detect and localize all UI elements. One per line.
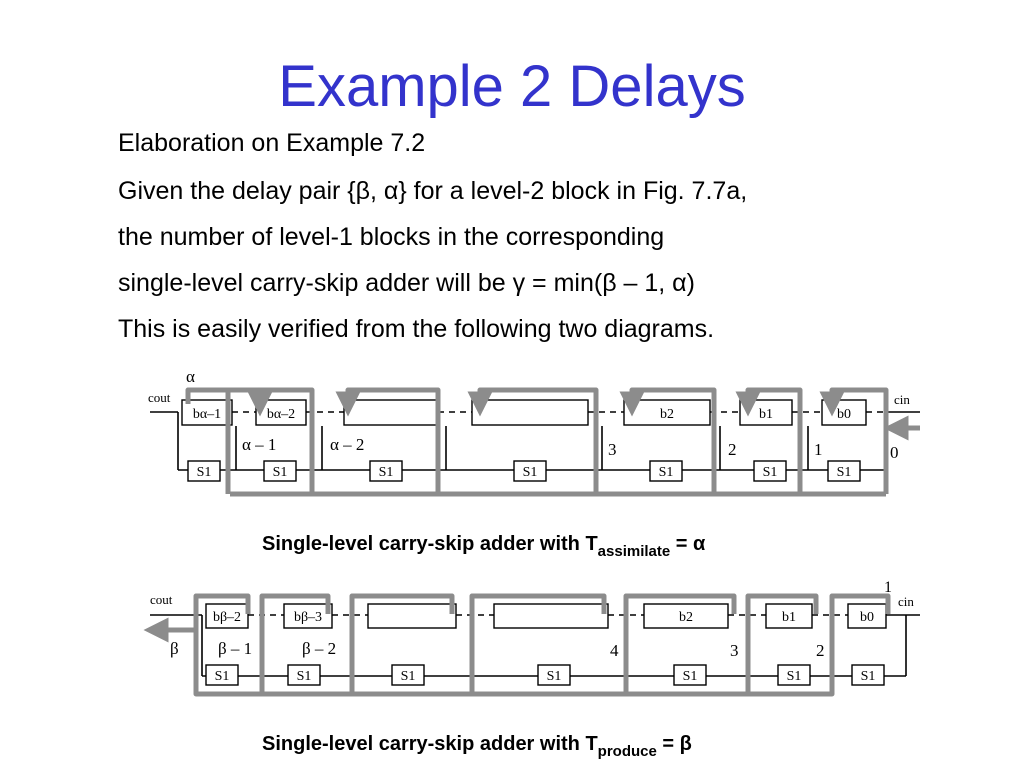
- skip-label: S1: [547, 669, 562, 684]
- block-label: b1: [782, 610, 796, 625]
- block-b0: [847, 603, 887, 629]
- skip-label: S1: [523, 465, 538, 480]
- text-line-1: Elaboration on Example 7.2: [118, 129, 426, 157]
- block-b1: [765, 603, 813, 629]
- text-line-3: the number of level-1 blocks in the corr…: [118, 223, 665, 251]
- skip-box: [187, 460, 221, 482]
- skip-box: [777, 664, 811, 686]
- delay-label: 2: [816, 641, 825, 660]
- skip-box: [753, 460, 787, 482]
- block-empty-1: [367, 603, 457, 629]
- skip-label: S1: [273, 465, 288, 480]
- delay-label: β – 2: [302, 639, 336, 658]
- block-b-alpha-minus-1: [181, 399, 233, 426]
- delay-label: α – 1: [242, 435, 276, 454]
- skip-box: [649, 460, 683, 482]
- block-empty-2: [493, 603, 609, 629]
- skip-label: S1: [837, 465, 852, 480]
- block-empty-1: [343, 399, 439, 426]
- slide-title: Example 2 Delays: [278, 54, 746, 119]
- delay-label: 2: [728, 440, 737, 459]
- block-empty-2: [471, 399, 589, 426]
- skip-label: S1: [659, 465, 674, 480]
- skip-label: S1: [683, 669, 698, 684]
- diagram1-cin: cin: [894, 392, 910, 407]
- diagram2-cin: cin: [898, 594, 914, 609]
- delay-label: 4: [610, 641, 619, 660]
- text-line-4: single-level carry-skip adder will be γ …: [118, 269, 695, 297]
- diagram2-top-label: 1: [884, 579, 892, 596]
- diagram1-paths: [185, 387, 920, 497]
- diagram1-block-labels: bα–1 bα–2 b2 b1 b0: [193, 407, 851, 422]
- diagram2-paths: [143, 593, 891, 697]
- skip-label: S1: [787, 669, 802, 684]
- delay-label: α – 2: [330, 435, 364, 454]
- block-label: b2: [660, 407, 674, 422]
- delay-label: 0: [890, 443, 899, 462]
- block-label: bα–2: [267, 407, 295, 422]
- diagram2-caption: Single-level carry-skip adder with Tprod…: [262, 733, 692, 760]
- skip-label: S1: [379, 465, 394, 480]
- skip-label: S1: [215, 669, 230, 684]
- block-label: b0: [837, 407, 851, 422]
- diagram2-side-label: β: [170, 639, 179, 658]
- block-b-beta-minus-3: [283, 603, 333, 629]
- delay-label: 3: [608, 440, 617, 459]
- block-label: b1: [759, 407, 773, 422]
- diagram2-skip-boxes: [205, 664, 885, 686]
- diagram-assimilate: α cout cin bα–1 bα–2 b2 b1 b0 S1 S1 S1 S…: [148, 367, 920, 560]
- skip-label: S1: [763, 465, 778, 480]
- skip-label: S1: [197, 465, 212, 480]
- block-label: b2: [679, 610, 693, 625]
- skip-label: S1: [861, 669, 876, 684]
- delay-label: 1: [814, 440, 823, 459]
- skip-box: [513, 460, 547, 482]
- diagram1-skip-labels: S1 S1 S1 S1 S1 S1 S1: [197, 465, 852, 480]
- skip-box: [537, 664, 571, 686]
- diagram1-cout: cout: [148, 390, 171, 405]
- skip-label: S1: [401, 669, 416, 684]
- block-b-beta-minus-2: [205, 603, 249, 629]
- block-label: b0: [860, 610, 874, 625]
- skip-box: [391, 664, 425, 686]
- diagram1-skip-boxes: [187, 460, 861, 482]
- block-label: bβ–3: [294, 610, 322, 625]
- diagram2-skip-labels: S1 S1 S1 S1 S1 S1 S1: [215, 669, 876, 684]
- diagram2-delay-labels: β – 1 β – 2 4 3 2: [218, 639, 825, 660]
- skip-box: [263, 460, 297, 482]
- skip-box: [205, 664, 239, 686]
- diagram1-top-label: α: [186, 367, 195, 386]
- block-label: bβ–2: [213, 610, 241, 625]
- skip-box: [673, 664, 707, 686]
- skip-box: [287, 664, 321, 686]
- diagram-produce: 1 cout cin β bβ–2 bβ–3 b2 b1 b0 S1 S1 S1…: [143, 579, 920, 760]
- block-b2: [643, 603, 729, 629]
- diagram1-delay-labels: α – 1 α – 2 3 2 1 0: [242, 435, 899, 462]
- diagram2-cout: cout: [150, 592, 173, 607]
- delay-label: β – 1: [218, 639, 252, 658]
- text-line-2: Given the delay pair {β, α} for a level-…: [118, 177, 748, 205]
- skip-box: [827, 460, 861, 482]
- delay-label: 3: [730, 641, 739, 660]
- skip-box: [851, 664, 885, 686]
- text-line-5: This is easily verified from the followi…: [118, 315, 715, 343]
- diagram2-blocks: [205, 603, 887, 629]
- diagram2-block-labels: bβ–2 bβ–3 b2 b1 b0: [213, 610, 874, 625]
- skip-box: [369, 460, 403, 482]
- block-label: bα–1: [193, 407, 221, 422]
- skip-label: S1: [297, 669, 312, 684]
- diagram1-caption: Single-level carry-skip adder with Tassi…: [262, 533, 706, 560]
